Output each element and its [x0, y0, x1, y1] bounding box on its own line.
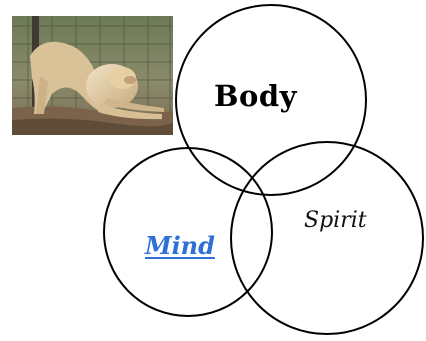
spirit-label: Spirit [304, 210, 367, 232]
spirit-circle [231, 142, 423, 334]
body-label: Body [214, 82, 297, 111]
mind-link[interactable]: Mind [145, 234, 215, 258]
